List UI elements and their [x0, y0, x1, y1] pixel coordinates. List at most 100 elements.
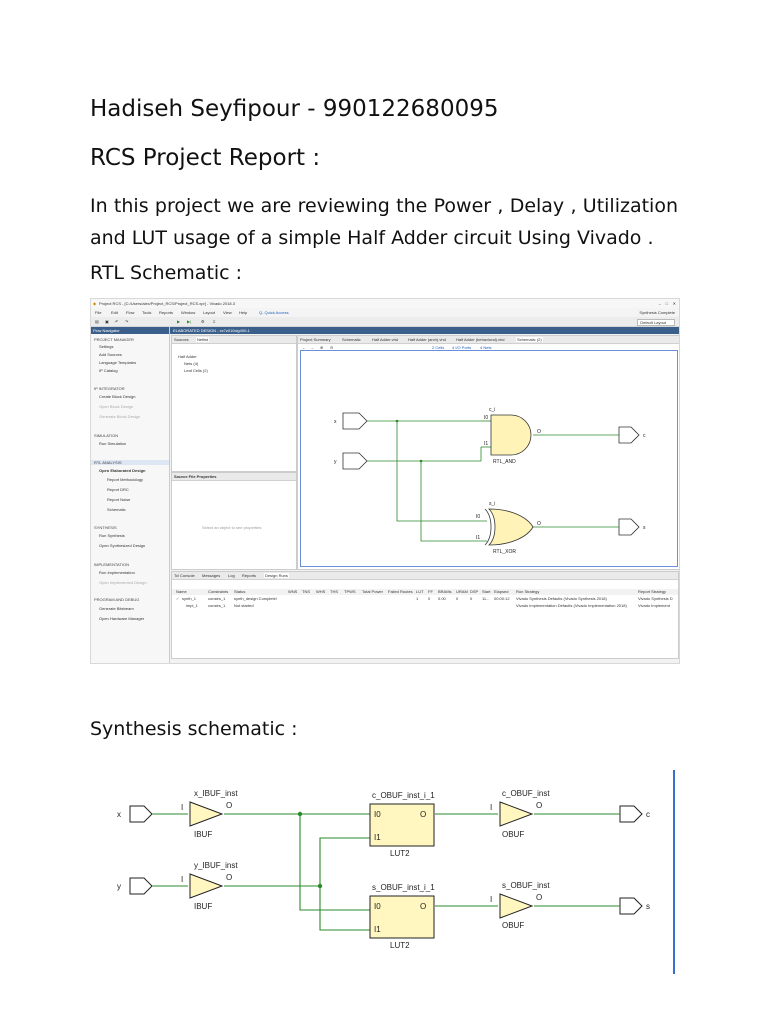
back-icon[interactable]: ←: [302, 345, 306, 350]
and-gate-icon[interactable]: [490, 414, 532, 456]
nav-open-block-design[interactable]: Open Block Design: [99, 404, 134, 409]
xor-gate-icon[interactable]: [488, 508, 534, 546]
menu-tools[interactable]: Tools: [142, 310, 152, 315]
run-name: synth_1: [182, 596, 197, 601]
nav-open-elaborated-design[interactable]: Open Elaborated Design: [99, 468, 146, 473]
section-project-manager[interactable]: PROJECT MANAGER: [94, 337, 134, 342]
nav-ip-catalog[interactable]: IP Catalog: [99, 368, 118, 373]
menu-help[interactable]: Help: [239, 310, 248, 315]
design-runs-panel: Tcl Console Messages Log Reports Design …: [171, 571, 679, 659]
tab-sources[interactable]: Sources: [174, 337, 189, 342]
nav-add-sources[interactable]: Add Sources: [99, 352, 122, 357]
tab-half-adder-vhd[interactable]: Half Adder.vhd: [372, 337, 399, 342]
zoom-out-icon[interactable]: ⊖: [330, 345, 334, 350]
table-row[interactable]: ✓ synth_1 constrs_1 synth_design Complet…: [172, 596, 678, 602]
tab-half-adder-arch[interactable]: Half Adder (arch).vhd: [408, 337, 446, 342]
nav-open-synthesized-design[interactable]: Open Synthesized Design: [99, 543, 146, 548]
nav-run-implementation[interactable]: Run Implementation: [99, 570, 135, 575]
s-obuf-icon[interactable]: [499, 893, 534, 919]
table-row[interactable]: impl_1 constrs_1 Not started Vivado Impl…: [172, 603, 678, 609]
y-ibuf-inst: y_IBUF_inst: [194, 861, 238, 870]
col-ths: THS: [330, 589, 338, 594]
tab-schematic[interactable]: Schematic: [342, 337, 361, 342]
tree-item-leaf-cells[interactable]: Leaf Cells (2): [184, 368, 208, 373]
menu-file[interactable]: File: [95, 310, 102, 315]
c-obuf-icon[interactable]: [499, 801, 534, 827]
nav-language-templates[interactable]: Language Templates: [99, 360, 137, 365]
nav-settings[interactable]: Settings: [99, 344, 114, 349]
nav-open-hardware-manager[interactable]: Open Hardware Manager: [99, 616, 145, 621]
maximize-icon[interactable]: □: [665, 301, 668, 306]
nav-report-drc[interactable]: Report DRC: [107, 487, 129, 492]
quick-access-input[interactable]: Q- Quick Access: [259, 310, 289, 315]
zoom-in-icon[interactable]: ⊕: [320, 345, 324, 350]
cells-count[interactable]: 2 Cells: [432, 345, 445, 350]
nav-generate-block-design[interactable]: Generate Block Design: [99, 414, 141, 419]
author-line: Hadiseh Seyfipour - 990122680095: [90, 96, 499, 122]
program-icon[interactable]: ⚙: [201, 319, 205, 324]
menu-reports[interactable]: Reports: [159, 310, 174, 315]
tree-item-half-adder[interactable]: Half Adder: [178, 354, 197, 359]
y-ibuf-icon[interactable]: [189, 873, 224, 899]
nav-run-simulation[interactable]: Run Simulation: [99, 441, 127, 446]
menu-edit[interactable]: Edit: [111, 310, 118, 315]
col-run-strategy: Run Strategy: [516, 589, 540, 594]
section-simulation[interactable]: SIMULATION: [94, 433, 119, 438]
tab-tcl-console[interactable]: Tcl Console: [174, 573, 195, 578]
forward-icon[interactable]: →: [310, 345, 314, 350]
menu-window[interactable]: Window: [181, 310, 196, 315]
nav-run-synthesis[interactable]: Run Synthesis: [99, 533, 125, 538]
nav-open-implemented-design[interactable]: Open Implemented Design: [99, 580, 147, 585]
tab-reports[interactable]: Reports: [242, 573, 257, 578]
c-lut-icon[interactable]: [369, 803, 435, 847]
section-ip-integrator[interactable]: IP INTEGRATOR: [94, 386, 125, 391]
report-title: RCS Project Report :: [90, 145, 321, 171]
step-icon[interactable]: ▶|: [187, 319, 192, 324]
run-icon[interactable]: ▶: [177, 319, 181, 324]
s-obuf-pin-i: I: [490, 895, 492, 904]
nav-report-methodology[interactable]: Report Methodology: [107, 477, 144, 482]
tab-netlist[interactable]: Netlist: [196, 337, 210, 342]
xor-pin-i0: I0: [476, 514, 480, 520]
tree-item-nets[interactable]: Nets (4): [184, 361, 199, 366]
tab-design-runs[interactable]: Design Runs: [264, 573, 289, 578]
s-lut-icon[interactable]: [369, 895, 435, 939]
close-icon[interactable]: ✕: [672, 301, 676, 306]
and-name-label: RTL_AND: [493, 459, 516, 465]
sum-icon[interactable]: Σ: [213, 319, 216, 324]
rtl-label-y: y: [334, 459, 337, 465]
nav-create-block-design[interactable]: Create Block Design: [99, 394, 136, 399]
menu-layout[interactable]: Layout: [203, 310, 216, 315]
nav-report-noise[interactable]: Report Noise: [107, 497, 131, 502]
tab-messages[interactable]: Messages: [202, 573, 221, 578]
nav-schematic[interactable]: Schematic: [107, 507, 126, 512]
minimize-icon[interactable]: –: [658, 301, 661, 306]
menu-flow[interactable]: Flow: [126, 310, 135, 315]
rtl-schematic-svg: x y c s c_i I0 I1 O RTL_AND s_i I0 I1 O …: [334, 407, 646, 555]
io-ports-count[interactable]: 4 I/O Ports: [452, 345, 472, 350]
x-ibuf-icon[interactable]: [189, 801, 224, 827]
section-rtl-analysis[interactable]: RTL ANALYSIS: [91, 460, 169, 465]
tab-schematic-2[interactable]: Schematic (2): [516, 337, 543, 342]
nav-generate-bitstream[interactable]: Generate Bitstream: [99, 606, 134, 611]
section-synthesis[interactable]: SYNTHESIS: [94, 525, 117, 530]
section-program-debug[interactable]: PROGRAM AND DEBUG: [94, 597, 140, 602]
tab-project-summary[interactable]: Project Summary: [300, 337, 331, 342]
nets-count[interactable]: 4 Nets: [480, 345, 492, 350]
x-ibuf-type: IBUF: [194, 830, 212, 839]
menu-view[interactable]: View: [223, 310, 232, 315]
section-implementation[interactable]: IMPLEMENTATION: [94, 562, 129, 567]
tab-half-adder-behavioral[interactable]: Half Adder (behavioral).vhd: [456, 337, 505, 342]
save-icon[interactable]: ▣: [105, 319, 109, 324]
toolbar: ▤ ▣ ↶ ↷ ▶ ▶| ⚙ Σ Default Layout: [91, 317, 679, 327]
redo-icon[interactable]: ↷: [125, 319, 129, 324]
layout-select[interactable]: Default Layout: [637, 319, 675, 326]
tab-log[interactable]: Log: [228, 573, 235, 578]
c-lut-inst: c_OBUF_inst_i_1: [372, 791, 435, 800]
new-icon[interactable]: ▤: [95, 319, 99, 324]
run-status: Not started: [234, 603, 254, 608]
properties-title-text: Source File Properties: [174, 474, 217, 479]
rtl-schematic-canvas[interactable]: x y c s c_i I0 I1 O RTL_AND s_i I0 I1 O …: [300, 350, 678, 567]
undo-icon[interactable]: ↶: [115, 319, 119, 324]
run-constraints: constrs_1: [208, 603, 226, 608]
